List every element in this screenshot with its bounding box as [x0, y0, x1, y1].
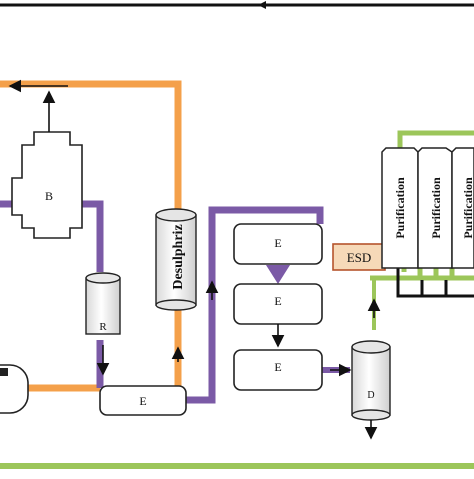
exchanger-e-middle-label: E [274, 294, 281, 308]
purification-1-label: Purification [393, 177, 407, 239]
drum-d: D [351, 340, 391, 421]
purification-column-2: Purification [417, 147, 453, 269]
purification-column-1: Purification [381, 147, 419, 269]
esd-label: ESD [347, 250, 372, 265]
desulphurizer-label: Desulphriz [171, 224, 186, 289]
orange-stream-line [0, 80, 182, 392]
desulphurizer: Desulphriz [155, 208, 197, 311]
exchanger-e-middle: E [233, 283, 323, 325]
purification-2-label: Purification [429, 177, 443, 239]
purification-column-3: Purification [451, 147, 474, 269]
black-purification-frame [396, 264, 474, 298]
heat-exchanger-e-bottom: E [99, 385, 187, 416]
separator-r-label: R [99, 321, 107, 333]
top-return-line [0, 1, 474, 9]
separator-r: R [85, 272, 121, 335]
purple-big-arrow [266, 265, 290, 284]
exchanger-e-bottom: E [233, 349, 323, 391]
compressor-b-label: B [45, 189, 53, 203]
drum-d-label: D [367, 390, 374, 401]
purification-3-label: Purification [461, 177, 474, 239]
exchanger-e-top-label: E [274, 236, 281, 250]
pump [0, 364, 29, 414]
heat-exchanger-e-bottom-label: E [139, 394, 146, 408]
exchanger-e-top: E [233, 223, 323, 265]
exchanger-e-bottom-label: E [274, 360, 281, 374]
esd-box: ESD [332, 243, 386, 271]
compressor-b: B [11, 131, 83, 239]
